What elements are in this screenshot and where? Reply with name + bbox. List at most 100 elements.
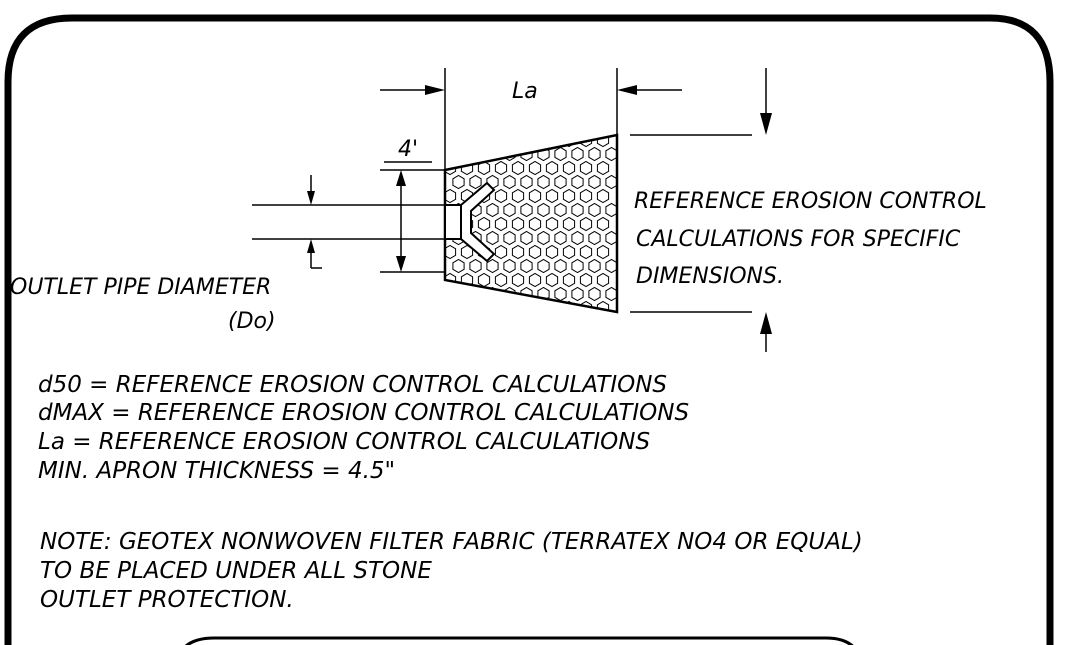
riprap-stone [596, 272, 610, 288]
riprap-stone [452, 146, 465, 162]
riprap-stone [469, 174, 482, 190]
riprap-stone [588, 146, 601, 162]
riprap-stone [477, 300, 491, 312]
riprap-stone [537, 258, 550, 274]
riprap-stone [545, 216, 559, 232]
spec-line-3: La = REFERENCE EROSION CONTROL CALCULATI… [38, 429, 650, 455]
riprap-stone [571, 146, 584, 162]
riprap-stone [537, 202, 550, 218]
riprap-stone [511, 272, 525, 288]
riprap-stone [596, 188, 610, 204]
riprap-stone [579, 160, 593, 176]
riprap-stone [554, 174, 567, 190]
riprap-stone [545, 160, 559, 176]
riprap-stone [554, 146, 567, 162]
riprap-stone [503, 174, 516, 190]
riprap-stone [545, 188, 559, 204]
riprap-stone [477, 135, 491, 148]
dimension-la-label: La [512, 79, 538, 104]
dimension-la: La [380, 68, 682, 170]
riprap-stone [452, 286, 465, 302]
outlet-pipe-do-label: (Do) [228, 309, 276, 334]
spec-line-2: dMAX = REFERENCE EROSION CONTROL CALCULA… [38, 400, 689, 426]
riprap-stone [528, 160, 542, 176]
riprap-stone [494, 135, 508, 148]
riprap-stone [460, 300, 474, 312]
riprap-stone [503, 230, 516, 246]
outlet-pipe-label: OUTLET PIPE DIAMETER [10, 275, 271, 300]
riprap-stone [511, 160, 525, 176]
riprap-stone [469, 146, 482, 162]
riprap-stone [545, 135, 559, 148]
riprap-stone [588, 174, 601, 190]
riprap-stone [596, 244, 610, 260]
riprap-stone [452, 258, 465, 274]
riprap-stone [528, 272, 542, 288]
riprap-stone [511, 188, 525, 204]
riprap-stone [445, 188, 457, 204]
reference-note-line-2: CALCULATIONS FOR SPECIFIC [636, 227, 961, 252]
riprap-stone [494, 188, 508, 204]
riprap-stone [588, 286, 601, 302]
riprap-stone [596, 300, 610, 312]
riprap-stone [562, 244, 576, 260]
riprap-stone [494, 272, 508, 288]
riprap-stone [545, 272, 559, 288]
riprap-stone [571, 286, 584, 302]
riprap-stone [605, 202, 617, 218]
riprap-stone [554, 286, 567, 302]
riprap-stone [486, 258, 499, 274]
riprap-stone [445, 135, 457, 148]
riprap-stone [520, 202, 533, 218]
riprap-stone [605, 258, 617, 274]
riprap-stone [477, 216, 491, 232]
riprap-stone [588, 202, 601, 218]
riprap-stone [537, 174, 550, 190]
dimension-4ft: 4' [380, 137, 445, 273]
riprap-stone [511, 216, 525, 232]
riprap-stone [503, 258, 516, 274]
riprap-stone [477, 272, 491, 288]
reference-note-line-1: REFERENCE EROSION CONTROL [634, 189, 987, 214]
riprap-stone [520, 174, 533, 190]
riprap-stone [528, 244, 542, 260]
riprap-stone [511, 244, 525, 260]
riprap-stone [528, 300, 542, 312]
next-detail-frame [174, 636, 864, 645]
riprap-stone [588, 230, 601, 246]
riprap-stone [579, 272, 593, 288]
riprap-stone [486, 202, 499, 218]
riprap-stone [469, 286, 482, 302]
riprap-stone [528, 135, 542, 148]
riprap-stone [503, 202, 516, 218]
riprap-stone [605, 174, 617, 190]
riprap-stone [520, 258, 533, 274]
riprap-stone [579, 244, 593, 260]
reference-note-line-3: DIMENSIONS. [636, 264, 784, 289]
riprap-stone [596, 216, 610, 232]
riprap-stone [579, 188, 593, 204]
dimension-width [630, 68, 772, 352]
spec-line-4: MIN. APRON THICKNESS = 4.5" [38, 458, 395, 484]
riprap-stone [494, 216, 508, 232]
riprap-stone [460, 135, 474, 148]
riprap-stone [554, 258, 567, 274]
riprap-stone [494, 244, 508, 260]
dimension-4ft-label: 4' [398, 137, 418, 162]
riprap-stone [511, 300, 525, 312]
riprap-stone [537, 230, 550, 246]
riprap-stone [562, 272, 576, 288]
riprap-stone [605, 146, 617, 162]
riprap-stone [528, 216, 542, 232]
riprap-stone [596, 160, 610, 176]
riprap-stone [605, 230, 617, 246]
riprap-stone [562, 160, 576, 176]
riprap-stone [452, 174, 465, 190]
note-line-1: NOTE: GEOTEX NONWOVEN FILTER FABRIC (TER… [40, 529, 863, 555]
riprap-stone [571, 258, 584, 274]
riprap-stone [562, 188, 576, 204]
riprap-stone [571, 174, 584, 190]
spec-line-1: d50 = REFERENCE EROSION CONTROL CALCULAT… [38, 372, 667, 398]
pipe-outlet [444, 181, 496, 263]
